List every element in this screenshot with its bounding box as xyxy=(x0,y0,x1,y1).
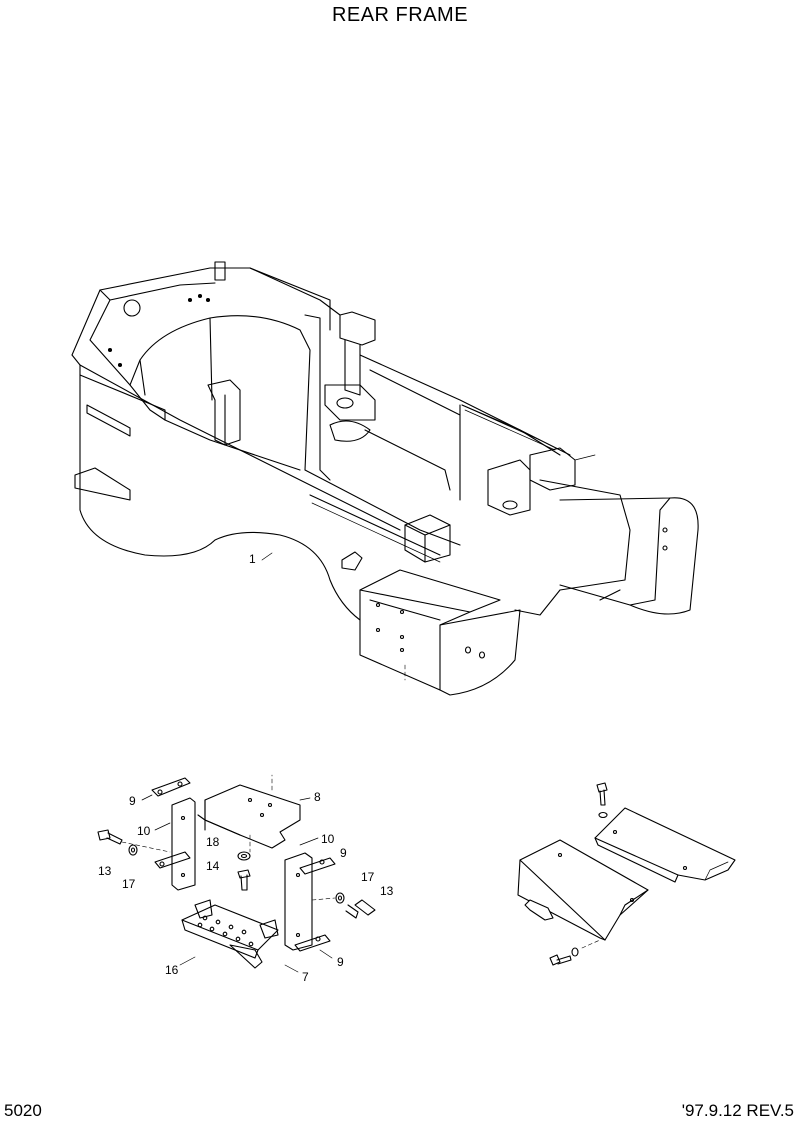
covers-drawing xyxy=(517,782,736,966)
page-title: REAR FRAME xyxy=(331,4,469,26)
callout-1: 1 xyxy=(249,552,256,566)
callout-16: 16 xyxy=(165,963,179,977)
callout-18: 18 xyxy=(206,835,220,849)
callout-17-left: 17 xyxy=(122,877,136,891)
callout-13-left: 13 xyxy=(98,864,112,878)
callout-10-left: 10 xyxy=(137,824,151,838)
callout-9-right-lower: 9 xyxy=(337,955,344,969)
callout-8: 8 xyxy=(314,790,321,804)
step-assembly-drawing: 8 9 10 13 17 18 14 10 xyxy=(97,774,394,984)
callout-13-right: 13 xyxy=(380,884,394,898)
callout-7: 7 xyxy=(302,970,309,984)
callout-9-top-left: 9 xyxy=(129,794,136,808)
page-number: 5020 xyxy=(4,1101,42,1120)
revision-date: '97.9.12 REV.5 xyxy=(681,1101,794,1120)
callout-9-right-upper: 9 xyxy=(340,846,347,860)
rear-frame-drawing: 1 xyxy=(71,261,699,696)
callout-10-right: 10 xyxy=(321,832,335,846)
callout-17-right: 17 xyxy=(361,870,375,884)
callout-14: 14 xyxy=(206,859,220,873)
